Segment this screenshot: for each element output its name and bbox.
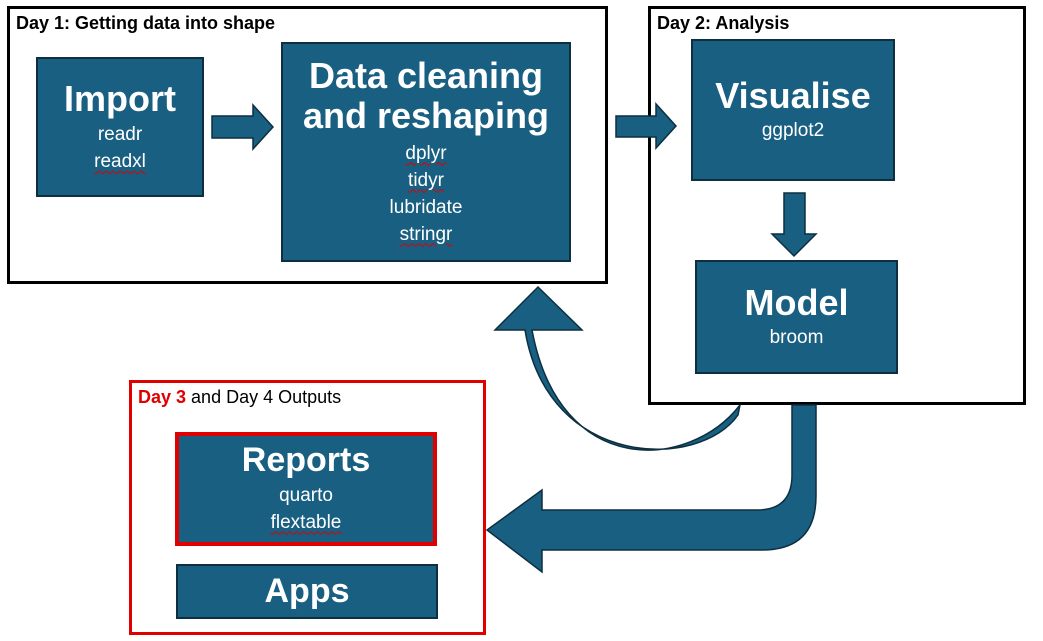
import-title: Import xyxy=(64,78,176,120)
arrow-import-to-cleaning xyxy=(211,103,275,151)
outputs-label-rest: and Day 4 Outputs xyxy=(186,387,342,407)
apps-box: Apps xyxy=(176,564,438,619)
package-broom: broom xyxy=(769,327,824,349)
reports-title: Reports xyxy=(241,441,371,480)
cleaning-title-line2: and reshaping xyxy=(302,95,550,136)
package-readxl: readxl xyxy=(94,150,146,172)
data-cleaning-box: Data cleaning and reshaping dplyr tidyr … xyxy=(281,42,571,262)
cleaning-title-line1: Data cleaning xyxy=(308,55,544,97)
reports-box: Reports quarto flextable xyxy=(175,432,437,546)
package-lubridate: lubridate xyxy=(389,196,463,218)
package-tidyr: tidyr xyxy=(408,169,444,191)
apps-title: Apps xyxy=(264,571,350,610)
model-box: Model broom xyxy=(695,260,898,374)
curved-arrow-back-to-cleaning xyxy=(493,285,741,451)
arrow-visualise-to-model xyxy=(770,192,818,258)
visualise-title: Visualise xyxy=(715,74,871,116)
package-dplyr: dplyr xyxy=(405,142,447,164)
import-box: Import readr readxl xyxy=(36,57,204,197)
package-readr: readr xyxy=(97,123,143,145)
outputs-label-highlight: Day 3 xyxy=(138,387,187,407)
model-title: Model xyxy=(744,281,849,323)
package-stringr: stringr xyxy=(399,223,453,245)
day1-label: Day 1: Getting data into shape xyxy=(16,13,276,33)
package-flextable: flextable xyxy=(270,511,342,533)
arrow-cleaning-to-visualise xyxy=(615,102,678,150)
outputs-label: Day 3 and Day 4 Outputs xyxy=(138,387,341,408)
visualise-box: Visualise ggplot2 xyxy=(691,39,895,181)
package-quarto: quarto xyxy=(279,484,333,506)
arrow-analysis-to-outputs xyxy=(485,404,817,574)
package-ggplot2: ggplot2 xyxy=(761,120,825,142)
day2-label: Day 2: Analysis xyxy=(657,13,790,33)
